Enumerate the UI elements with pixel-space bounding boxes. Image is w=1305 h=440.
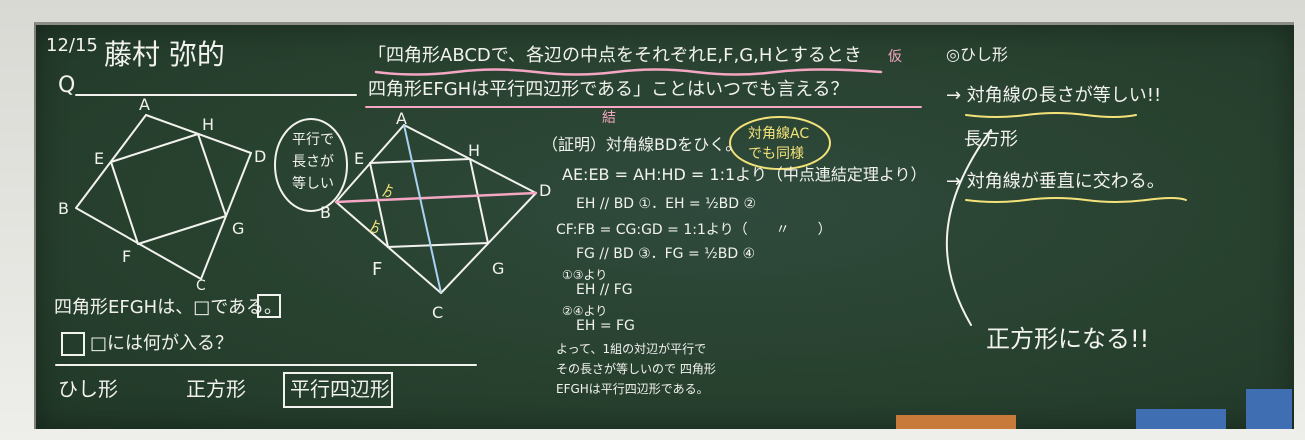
proof-line-3: CF:FB = CG:GD = 1:1より（ 〃 ） — [556, 222, 832, 238]
student-name: 藤村 弥的 — [104, 38, 225, 71]
right-curve-arrow — [945, 129, 992, 326]
proof-line-9: よって、1組の対辺が平行で — [556, 342, 707, 356]
proof-line-6: EH // FG — [576, 282, 633, 298]
vertex-g-left: G — [232, 219, 245, 238]
question-prompt-line1: 四角形EFGHは、□である。 — [54, 297, 283, 318]
choice-square: 正方形 — [186, 377, 246, 401]
chalkboard: 12/15 藤村 弥的 Q A H D E B F G C 平行で 長さが 等し… — [34, 22, 1294, 429]
proof-line-10: その長さが等しいので 四角形 — [556, 362, 716, 376]
right-rect-label: 長方形 — [964, 129, 1018, 150]
proof-line-4: FG // BD ③．FG = ½BD ④ — [576, 246, 756, 262]
statement-mark-conclusion: 結 — [602, 110, 616, 126]
choice-parallelogram: 平行四辺形 — [290, 377, 390, 401]
vertex-d-left: D — [254, 147, 267, 166]
question-prompt-line2: □には何が入る？ — [90, 333, 234, 354]
proof-cloud-line1: 対角線AC — [748, 126, 810, 142]
vertex-e-left: E — [94, 149, 105, 168]
proof-heading: （証明）対角線BDをひく。 — [542, 135, 742, 154]
board-magnet-stack — [1246, 389, 1292, 429]
vertex-a-mid: A — [396, 109, 407, 128]
diagonal-ac — [403, 124, 442, 294]
mid-edge-hg — [469, 158, 489, 244]
vertex-f-left: F — [122, 247, 132, 266]
board-tool — [1136, 409, 1226, 429]
vertex-h-left: H — [202, 115, 215, 134]
vertex-h-mid: H — [468, 141, 481, 160]
edge-hg — [197, 133, 227, 217]
bubble-line2: 長さが — [292, 154, 334, 170]
bubble-line3: 等しい — [292, 176, 334, 192]
eraser-1 — [896, 415, 966, 429]
vertex-b-left: B — [58, 199, 69, 218]
angle-mark-2: ゟ — [368, 220, 382, 236]
right-result: 正方形になる!! — [986, 325, 1150, 353]
bubble-line1: 平行で — [292, 132, 334, 148]
proof-cloud-line2: でも同様 — [748, 146, 804, 162]
vertex-c-mid: C — [432, 303, 444, 322]
vertex-d-mid: D — [539, 181, 552, 200]
eraser-2 — [956, 415, 1016, 429]
edge-gf — [137, 215, 227, 245]
vertex-b-mid: B — [320, 203, 331, 222]
edge-eh — [110, 133, 199, 163]
proof-line-1: AE:EB = AH:HD = 1:1より（中点連結定理より） — [562, 165, 927, 184]
statement-mark-hypothesis: 仮 — [888, 49, 902, 65]
right-title: ◎ひし形 — [946, 45, 1008, 64]
statement-wavy-underline — [374, 68, 883, 76]
edge-fe — [110, 161, 139, 245]
question-label: Q — [58, 73, 76, 98]
mid-edge-eh — [369, 158, 471, 164]
proof-line-7: ②④より — [562, 304, 608, 318]
right-arrow-2: → 対角線が垂直に交わる。 — [946, 171, 1165, 192]
mid-edge-gf — [387, 242, 489, 248]
vertex-f-mid: F — [372, 259, 383, 280]
date: 12/15 — [46, 35, 98, 56]
statement-line1: 「四角形ABCDで、各辺の中点をそれぞれE,F,G,Hとするとき — [368, 45, 862, 66]
statement-line2: 四角形EFGHは平行四辺形である」ことはいつでも言える？ — [368, 79, 849, 100]
right-wavy-underline-1 — [965, 112, 1137, 118]
vertex-a-left: A — [139, 95, 150, 114]
answer-blank-2 — [61, 332, 85, 356]
bubble-left — [274, 118, 348, 212]
chalk-drawings — [55, 68, 1187, 408]
proof-line-11: EFGHは平行四辺形である。 — [556, 382, 709, 396]
vertex-g-mid: G — [492, 259, 505, 278]
diagonal-bd — [334, 191, 538, 204]
vertex-c-left: C — [196, 278, 206, 294]
choice-box — [283, 372, 393, 408]
proof-line-5: ①③より — [562, 268, 608, 282]
vertex-e-mid: E — [354, 149, 365, 168]
proof-line-8: EH = FG — [576, 318, 635, 334]
proof-line-2: EH // BD ①．EH = ½BD ② — [576, 196, 757, 212]
answer-blank-1 — [257, 294, 281, 318]
right-arrow-1: → 対角線の長さが等しい!! — [946, 85, 1162, 106]
proof-cloud — [729, 116, 831, 170]
right-wavy-underline-2 — [965, 197, 1187, 203]
choice-rhombus: ひし形 — [58, 377, 118, 401]
angle-mark-1: ゟ — [381, 184, 395, 200]
mid-edge-fe — [369, 162, 389, 248]
